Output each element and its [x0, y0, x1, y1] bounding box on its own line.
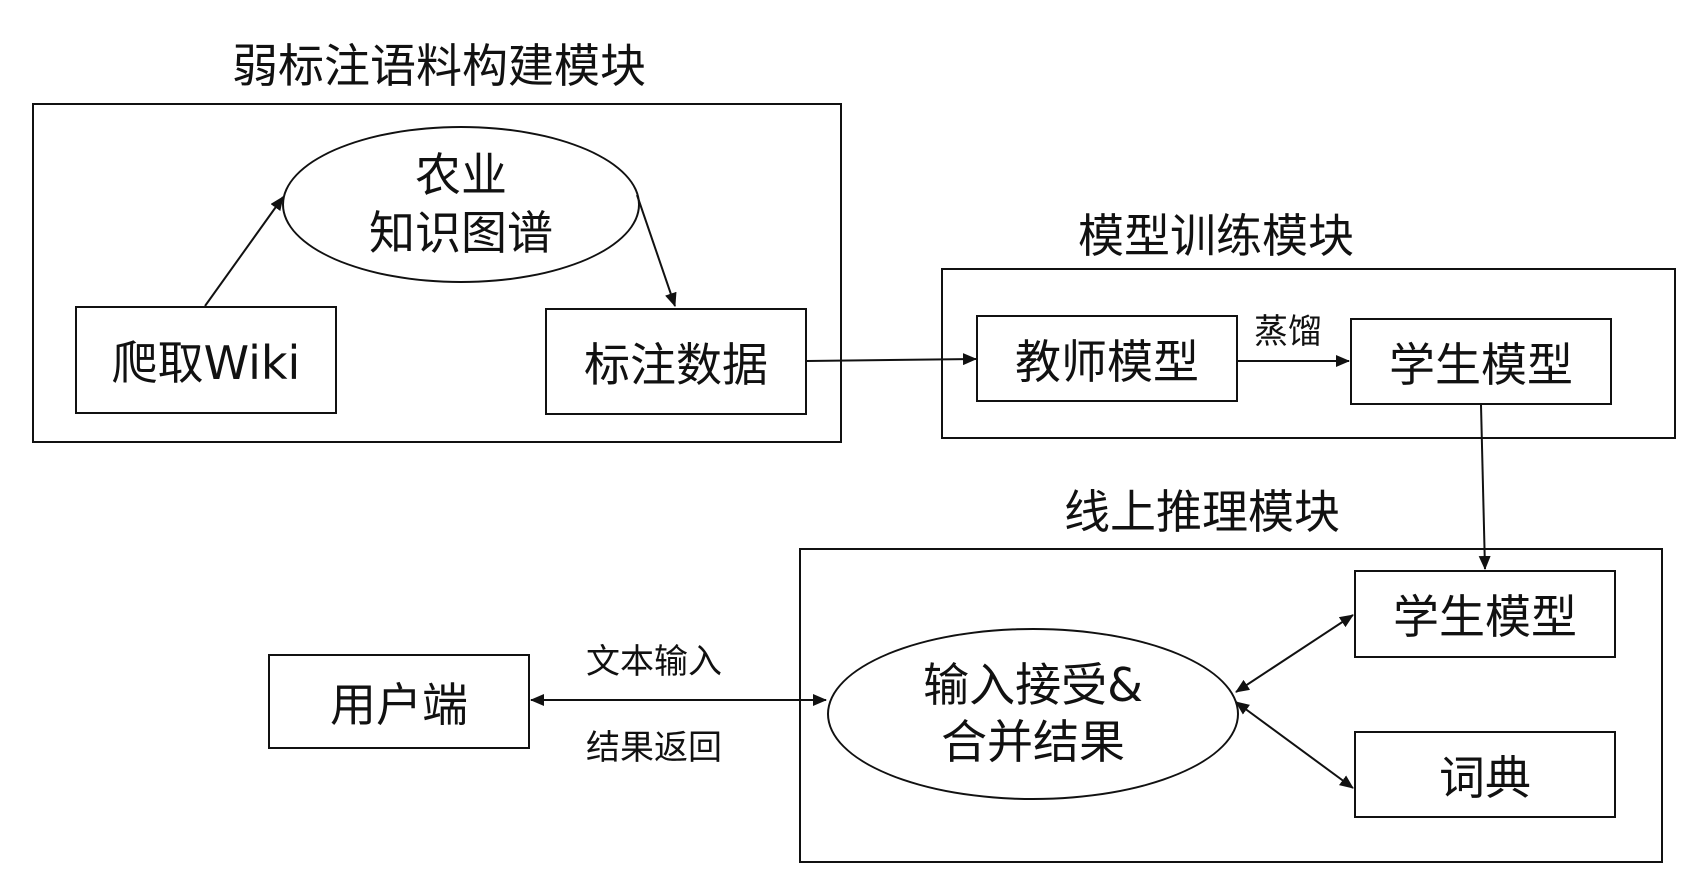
result-return-label: 结果返回 — [586, 728, 722, 768]
training-student-model-node: 学生模型 — [1350, 318, 1612, 405]
student-to-inference-student-arrow — [1478, 404, 1491, 570]
distill-label: 蒸馏 — [1254, 312, 1322, 352]
inference-module-title: 线上推理模块 — [1064, 485, 1340, 539]
crawl-wiki-node: 爬取Wiki — [75, 306, 337, 414]
corpus-module-frame — [32, 103, 842, 443]
training-module-title: 模型训练模块 — [1078, 209, 1354, 263]
merge-results-label-line2: 合并结果 — [941, 715, 1125, 769]
inference-student-model-node: 学生模型 — [1354, 570, 1616, 658]
merge-results-label-line1: 输入接受& — [923, 657, 1143, 712]
knowledge-graph-label-line2: 知识图谱 — [369, 205, 553, 260]
corpus-module-title: 弱标注语料构建模块 — [232, 39, 646, 93]
merge-results-node: 输入接受& 合并结果 — [827, 628, 1239, 800]
labeled-data-node: 标注数据 — [545, 308, 807, 415]
merge-student-bidirectional-arrow — [1235, 614, 1354, 693]
text-input-label: 文本输入 — [586, 642, 722, 682]
crawl-to-knowledge-graph-arrow — [204, 196, 284, 307]
knowledge-graph-node: 农业 知识图谱 — [282, 126, 640, 283]
knowledge-graph-label-line1: 农业 — [415, 148, 507, 202]
labeled-data-to-teacher-arrow — [806, 353, 977, 366]
user-client-node: 用户端 — [268, 654, 530, 749]
teacher-model-node: 教师模型 — [976, 315, 1238, 402]
knowledge-graph-to-labeled-data-arrow — [636, 194, 677, 307]
merge-dictionary-bidirectional-arrow — [1235, 701, 1354, 789]
dictionary-node: 词典 — [1354, 731, 1616, 818]
training-module-frame — [941, 268, 1676, 439]
